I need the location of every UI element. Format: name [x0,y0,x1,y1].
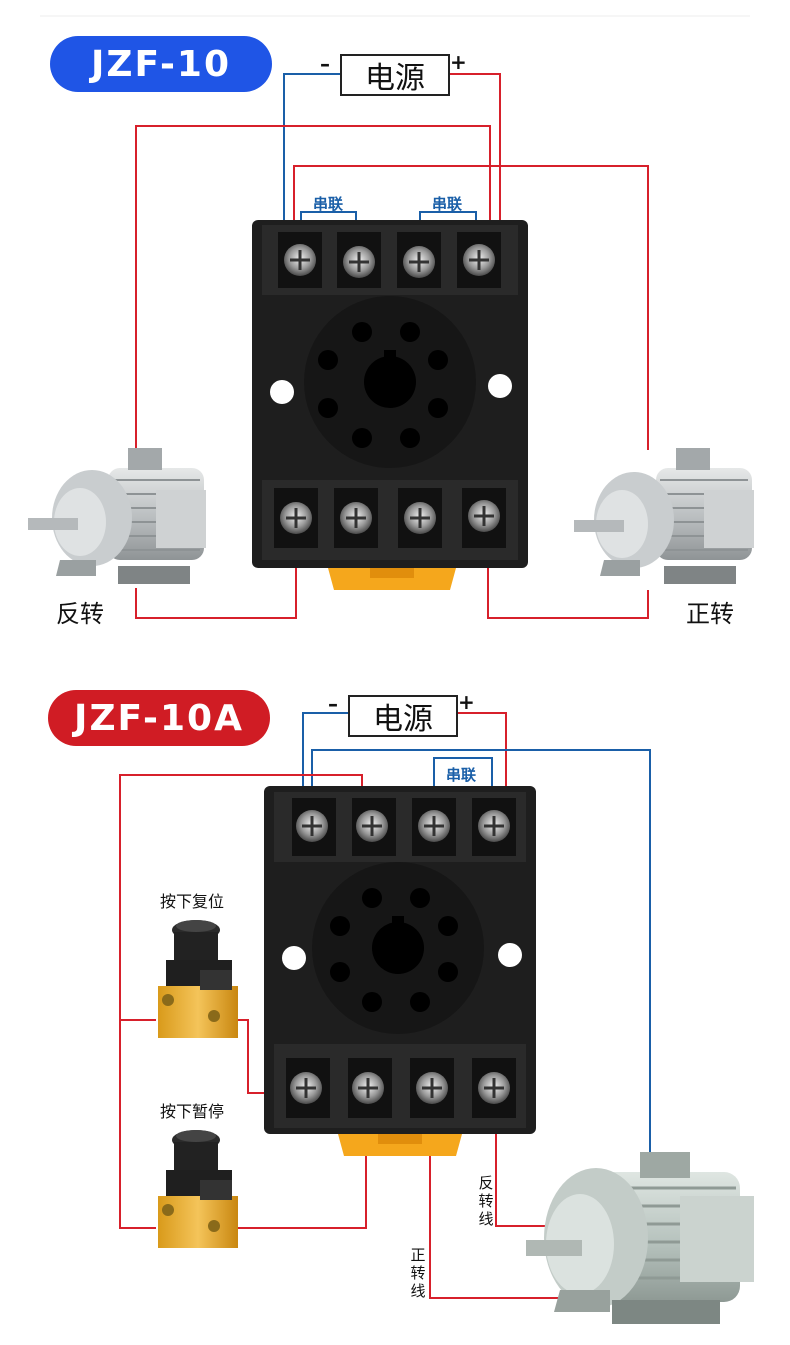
section2-motor [526,1152,754,1324]
section2-reverse-line-label: 反转线 [478,1174,494,1228]
section1-power-label: 电源 [340,54,450,96]
section2-model-title: JZF-10A [48,690,270,746]
section1-motor-left [28,448,206,584]
section1-series-left: 串联 [313,195,344,213]
section1-bottom-screws [274,488,506,548]
section2-power-label: 电源 [348,695,458,737]
section1-forward-label: 正转 [686,600,734,628]
section2-bottom-screws [286,1058,516,1118]
section2-plus-sign: + [458,690,475,714]
section2-forward-line-label: 正转线 [410,1246,426,1300]
section1-reverse-label: 反转 [56,600,104,628]
section2-minus-sign: – [328,692,338,716]
section1-minus-sign: – [320,52,330,76]
section2-relay-socket [264,786,536,1156]
section2-pause-switch [158,1130,238,1248]
section1-plus-sign: + [450,50,467,74]
section1-relay-socket [252,220,528,590]
section2-top-screws [292,798,516,856]
section2-pause-label: 按下暂停 [160,1102,225,1121]
section1-motor-right [574,448,754,584]
section1-model-title: JZF-10 [50,36,272,92]
section1-top-screws [278,232,501,288]
section2-series-label: 串联 [446,766,477,784]
section1-series-right: 串联 [432,195,463,213]
section2-reset-label: 按下复位 [160,892,225,911]
section2-reset-switch [158,920,238,1038]
